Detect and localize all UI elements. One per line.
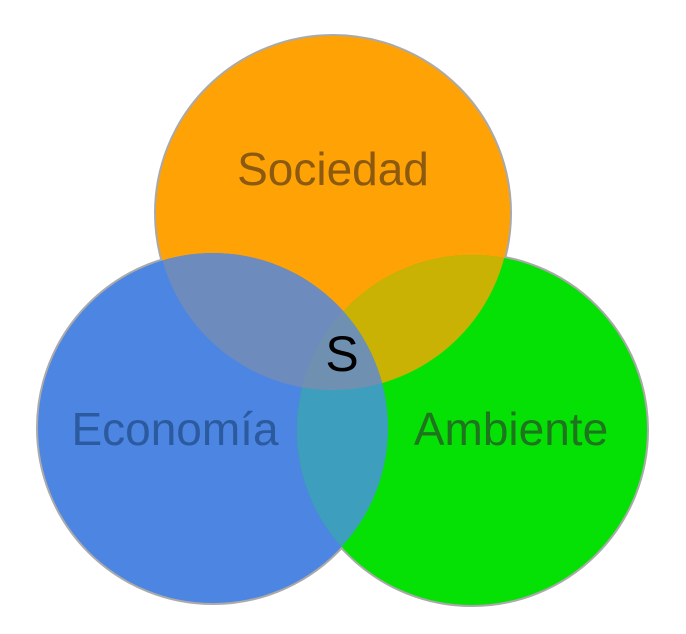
- environment-label: Ambiente: [414, 403, 608, 455]
- society-label: Sociedad: [237, 143, 429, 195]
- overlap-society-environment: [297, 255, 510, 390]
- center-label: S: [325, 326, 358, 382]
- overlap-society-economy: [156, 253, 388, 390]
- economy-label: Economía: [71, 403, 279, 455]
